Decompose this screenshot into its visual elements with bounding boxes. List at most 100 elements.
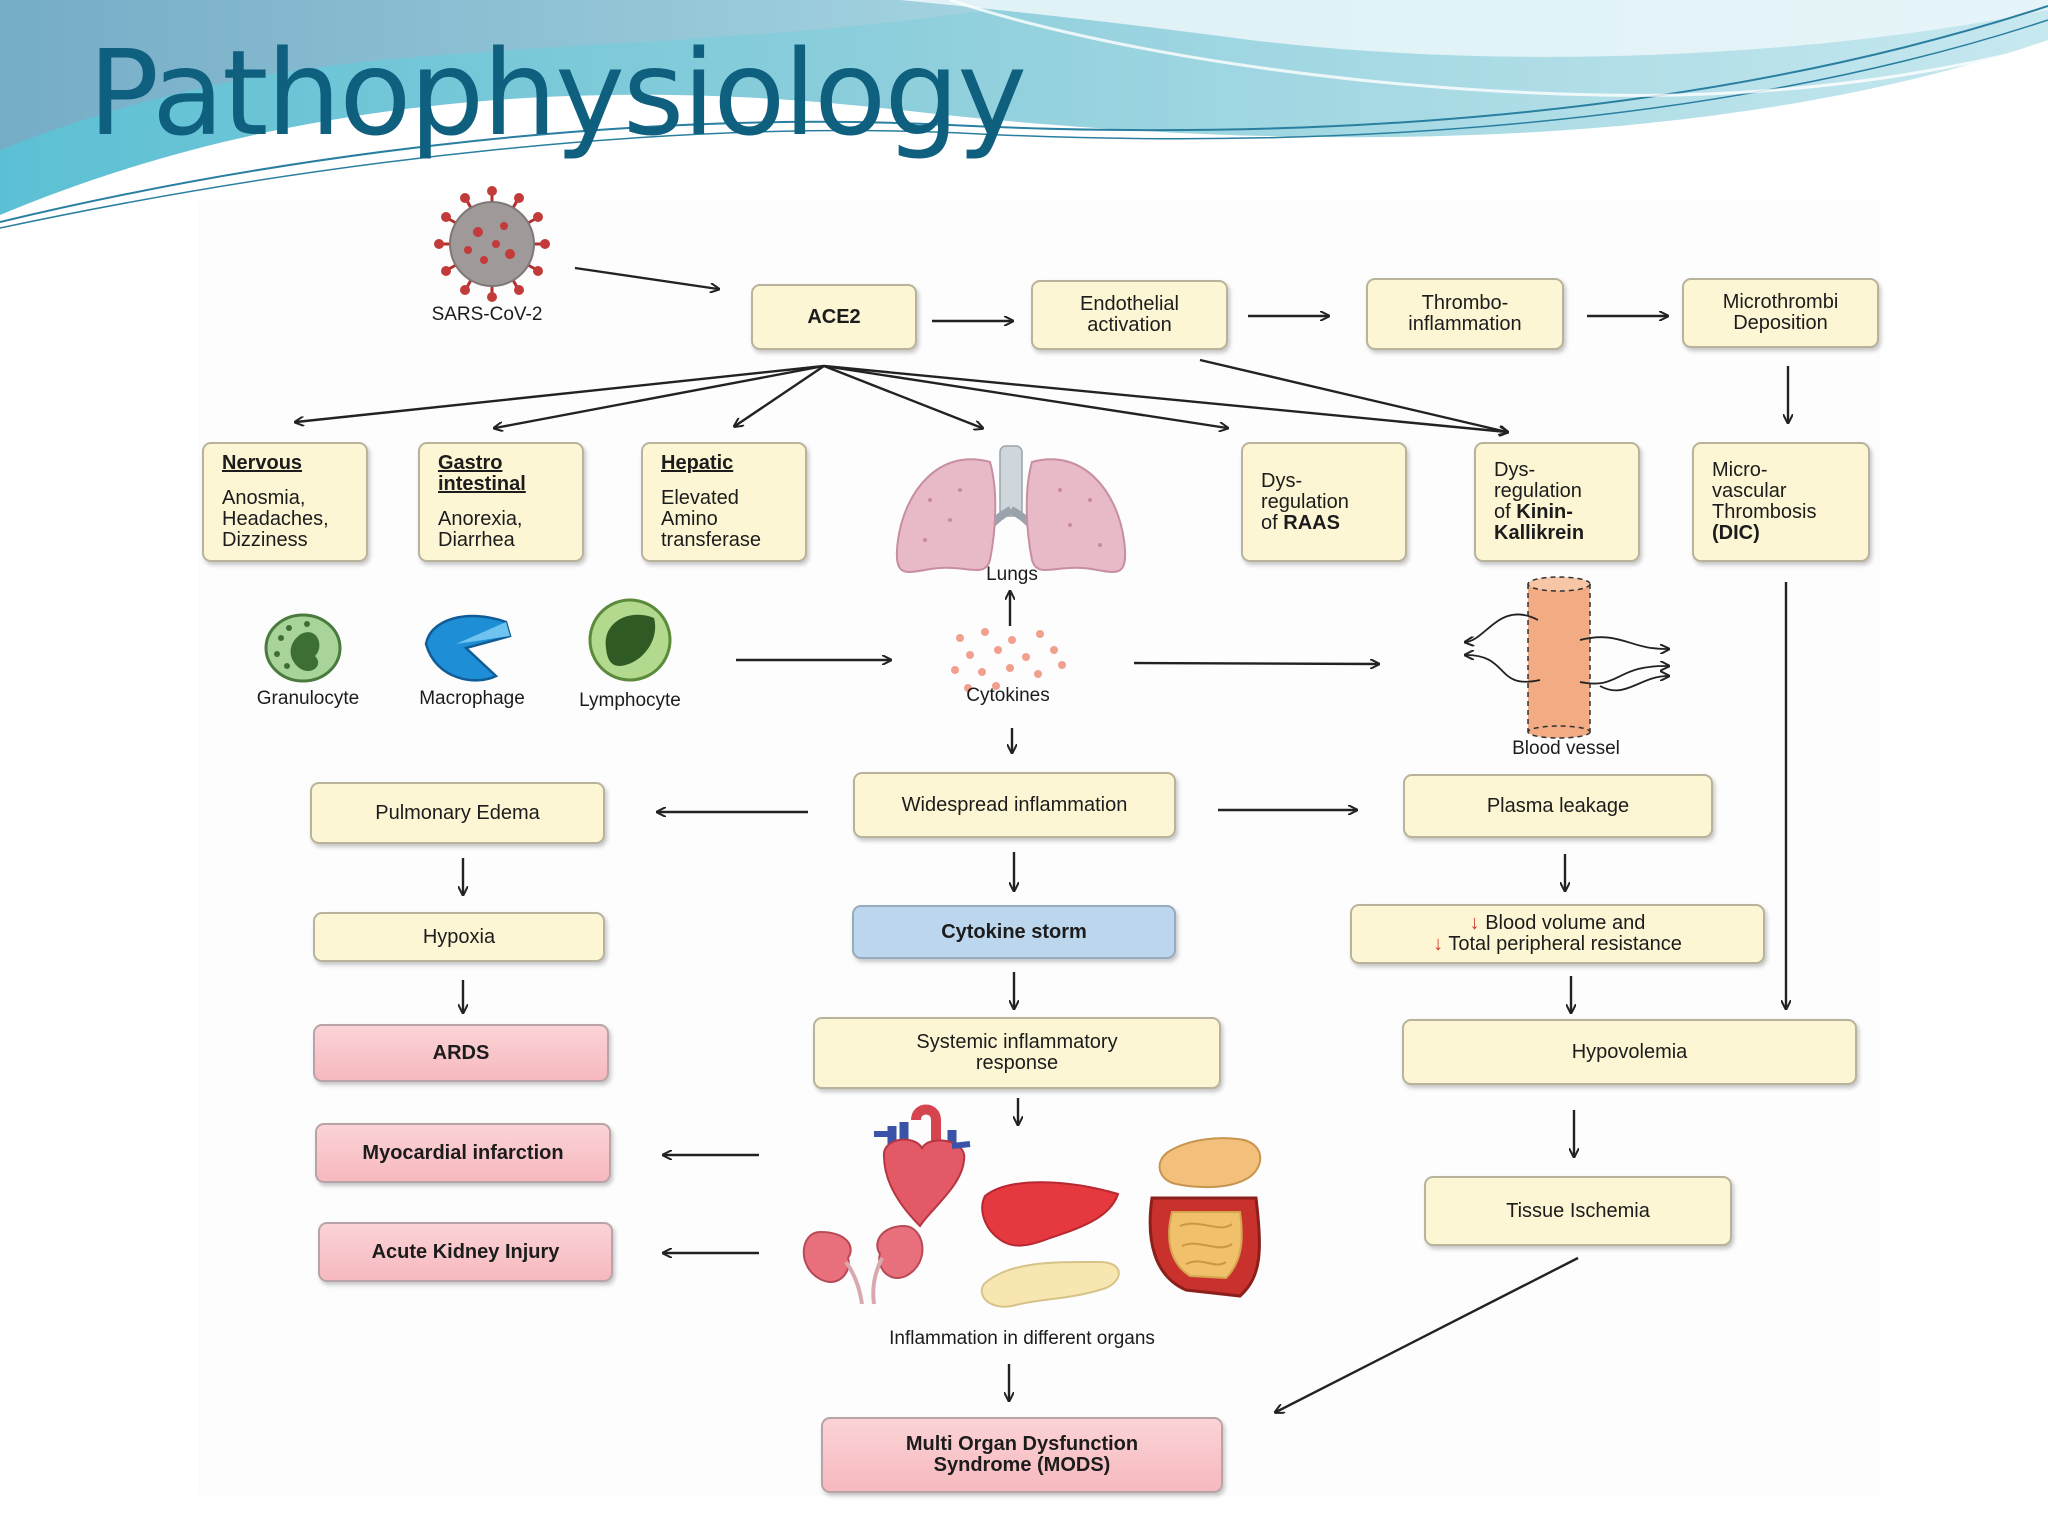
- hypoxia-box: Hypoxia: [313, 912, 605, 962]
- hepatic-box: Hepatic Elevated Amino transferase: [641, 442, 807, 562]
- tissue-label: Tissue Ischemia: [1506, 1199, 1650, 1222]
- hepatic-line3: transferase: [661, 529, 762, 551]
- acute-kidney-injury-box: Acute Kidney Injury: [318, 1222, 613, 1282]
- blood-volume-arrow-1: ↓: [1469, 912, 1480, 934]
- pulmonary-edema-label: Pulmonary Edema: [375, 801, 540, 824]
- nervous-box: Nervous Anosmia, Headaches, Dizziness: [202, 442, 368, 562]
- kidneys-icon: [802, 1224, 924, 1305]
- microthrombi-line1: Microthrombi: [1722, 291, 1839, 313]
- mods-line1: Multi Organ Dysfunction: [905, 1433, 1139, 1455]
- lungs-icon: [895, 445, 1127, 573]
- endothelial-line1: Endothelial: [1080, 293, 1179, 315]
- widespread-inflammation-box: Widespread inflammation: [853, 772, 1176, 838]
- arrow-ace2-lungs: [823, 364, 982, 428]
- cytokines-icon: [951, 628, 1066, 692]
- gastro-title2: intestinal: [438, 473, 526, 495]
- arrow-cytokines-vessel: [1133, 663, 1378, 664]
- kinin-line2: regulation: [1494, 480, 1582, 502]
- systemic-line2: response: [975, 1052, 1059, 1074]
- hepatic-line2: Amino: [661, 508, 718, 530]
- plasma-label: Plasma leakage: [1486, 794, 1630, 817]
- arrow-ace2-gastro: [495, 364, 825, 428]
- hypoxia-label: Hypoxia: [422, 925, 496, 948]
- hepatic-title: Hepatic: [661, 452, 734, 474]
- blood-volume-line1: Blood volume and: [1485, 912, 1646, 934]
- myocardial-infarction-box: Myocardial infarction: [315, 1123, 611, 1183]
- dic-line2: vascular: [1712, 480, 1787, 502]
- virus-icon: [434, 186, 550, 302]
- stomach-intestine-icon: [1148, 1137, 1262, 1298]
- gastro-line1: Anorexia,: [438, 508, 523, 530]
- raas-line2: regulation: [1261, 490, 1349, 513]
- mods-line2: Syndrome (MODS): [933, 1454, 1111, 1476]
- ace2-label: ACE2: [807, 305, 861, 328]
- dic-bold: (DIC): [1712, 522, 1760, 544]
- arrow-ace2-raas: [823, 364, 1227, 428]
- heart-icon: [874, 1104, 971, 1228]
- virus-label: SARS-CoV-2: [431, 304, 543, 325]
- gastro-title1: Gastro: [438, 452, 503, 474]
- dic-line3: Thrombosis: [1712, 501, 1817, 523]
- nervous-line3: Dizziness: [222, 529, 308, 551]
- blood-volume-line2: Total peripheral resistance: [1448, 933, 1682, 955]
- ace2-box: ACE2: [751, 284, 917, 350]
- plasma-leakage-box: Plasma leakage: [1403, 774, 1713, 838]
- microthrombi-line2: Deposition: [1733, 312, 1828, 334]
- lungs-label: Lungs: [986, 564, 1038, 585]
- cytokine-storm-label: Cytokine storm: [941, 920, 1087, 943]
- dic-box: Micro- vascular Thrombosis (DIC): [1692, 442, 1870, 562]
- kinin-kallikrein-box: Dys- regulation of Kinin- Kallikrein: [1474, 442, 1640, 562]
- pulmonary-edema-box: Pulmonary Edema: [310, 782, 605, 844]
- kinin-bold2: Kallikrein: [1494, 522, 1585, 544]
- slide-title: Pathophysiology: [88, 24, 1027, 162]
- lymphocyte-label: Lymphocyte: [579, 690, 681, 711]
- raas-line1: Dys-: [1261, 469, 1303, 492]
- widespread-label: Widespread inflammation: [901, 793, 1128, 816]
- header-wave-decoration: [0, 0, 2048, 229]
- arrow-virus-ace2: [574, 266, 718, 289]
- kinin-bold1: Kinin-: [1516, 501, 1573, 523]
- arrow-endothelial-kinin: [1199, 358, 1507, 432]
- cytokine-storm-box: Cytokine storm: [852, 905, 1176, 959]
- ards-label: ARDS: [432, 1041, 490, 1064]
- kidney-label: Acute Kidney Injury: [371, 1240, 560, 1263]
- blood-volume-box: ↓ Blood volume and ↓ Total peripheral re…: [1350, 904, 1765, 964]
- dic-line1: Micro-: [1712, 459, 1768, 481]
- granulocyte-label: Granulocyte: [256, 688, 360, 709]
- blood-vessel-label: Blood vessel: [1512, 738, 1620, 759]
- cytokines-label: Cytokines: [966, 685, 1050, 706]
- tissue-ischemia-box: Tissue Ischemia: [1424, 1176, 1732, 1246]
- macrophage-label: Macrophage: [419, 688, 525, 709]
- macrophage-icon: [424, 614, 512, 682]
- arrow-tissue-mods: [1276, 1256, 1579, 1412]
- gastro-line2: Diarrhea: [438, 529, 515, 551]
- nervous-line1: Anosmia,: [222, 487, 306, 509]
- thrombo-inflammation-box: Thrombo-inflammation: [1366, 278, 1564, 350]
- hypovolemia-label: Hypovolemia: [1571, 1040, 1688, 1063]
- blood-volume-arrow-2: ↓: [1433, 933, 1444, 955]
- blood-vessel-icon: [1466, 576, 1668, 739]
- nervous-line2: Headaches,: [222, 508, 329, 530]
- raas-bold: RAAS: [1283, 511, 1340, 534]
- kinin-line1: Dys-: [1494, 459, 1536, 481]
- thrombo-line2: inflammation: [1408, 313, 1522, 335]
- ards-box: ARDS: [313, 1024, 609, 1082]
- lymphocyte-icon: [588, 598, 672, 682]
- arrow-ace2-kinin: [823, 364, 1507, 432]
- thrombo-line1: Thrombo-: [1421, 292, 1509, 314]
- arrow-ace2-hepatic: [735, 365, 825, 426]
- pancreas-icon: [980, 1260, 1120, 1308]
- gastrointestinal-box: Gastro intestinal Anorexia, Diarrhea: [418, 442, 584, 562]
- organs-label: Inflammation in different organs: [889, 1328, 1155, 1349]
- liver-icon: [981, 1181, 1120, 1247]
- raas-box: Dys- regulation of RAAS: [1241, 442, 1407, 562]
- hepatic-line1: Elevated: [661, 487, 739, 509]
- kinin-line3: of: [1494, 501, 1511, 523]
- myocardial-label: Myocardial infarction: [362, 1141, 564, 1164]
- hypovolemia-box: Hypovolemia: [1402, 1019, 1857, 1085]
- raas-line3: of: [1261, 511, 1278, 534]
